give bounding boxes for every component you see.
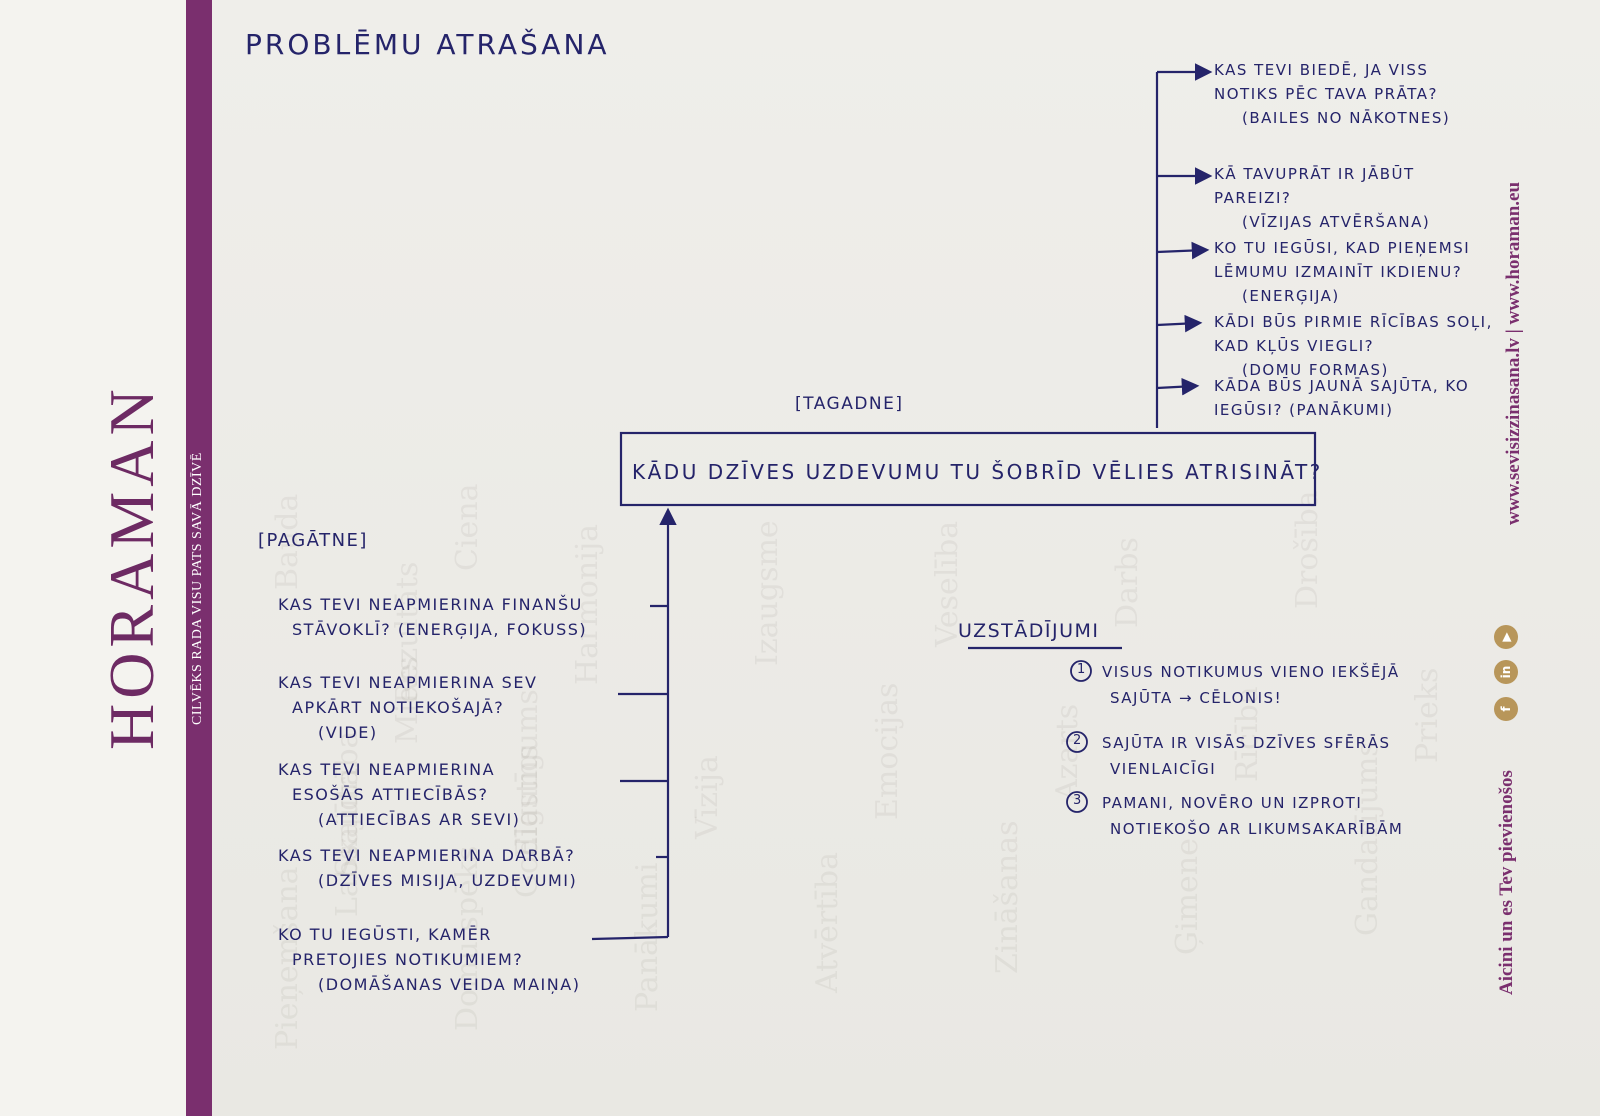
past-label: [Pagātne] bbox=[258, 530, 368, 551]
settings-line: Visus notikumus vieno iekšējā bbox=[1102, 663, 1400, 681]
page-title: Problēmu atrašana bbox=[245, 28, 610, 61]
settings-line: sajūta → cēlonis! bbox=[1110, 689, 1283, 707]
question-line: Kādi būs pirmie rīcības soļi, bbox=[1214, 313, 1493, 331]
settings-line: Sajūta ir visās dzīves sfērās bbox=[1102, 734, 1391, 752]
settings-line: Pamani, novēro un izproti bbox=[1102, 794, 1363, 812]
settings-number: 2 bbox=[1073, 733, 1082, 748]
question-line: Kas tevi neapmierina bbox=[278, 760, 496, 779]
settings-item: Pamani, novēro un izproti notiekošo ar li… bbox=[1102, 790, 1403, 842]
future-question: Kāda būs jaunā sajūta, ko iegūsi? (panāku… bbox=[1214, 374, 1469, 422]
question-line: Ko tu iegūsi, kad pieņemsi bbox=[1214, 239, 1471, 257]
question-line: esošās attiecībās? bbox=[292, 785, 489, 804]
question-line: (domāšanas veida maiņa) bbox=[318, 975, 581, 994]
question-line: iegūsi? (panākumi) bbox=[1214, 401, 1394, 419]
future-question: Kādi būs pirmie rīcības soļi, kad kļūs vi… bbox=[1214, 310, 1493, 382]
past-question: Ko tu iegūsti, kamēr pretojies notikumiem… bbox=[278, 922, 580, 997]
question-line: (vīzijas atvēršana) bbox=[1242, 213, 1431, 231]
past-question: Kas tevi neapmierina darbā? (dzīves misij… bbox=[278, 843, 577, 893]
settings-line: vienlaicīgi bbox=[1110, 760, 1217, 778]
question-line: pretojies notikumiem? bbox=[292, 950, 524, 969]
settings-number: 1 bbox=[1077, 662, 1086, 677]
question-line: notiks pēc tava prāta? bbox=[1214, 85, 1438, 103]
question-line: pareizi? bbox=[1214, 189, 1292, 207]
question-line: (dzīves misija, uzdevumi) bbox=[318, 871, 578, 890]
future-question: Ko tu iegūsi, kad pieņemsi lēmumu izmainī… bbox=[1214, 236, 1470, 308]
question-line: kad kļūs viegli? bbox=[1214, 337, 1375, 355]
question-line: (vide) bbox=[318, 723, 378, 742]
question-line: Ko tu iegūsti, kamēr bbox=[278, 925, 492, 944]
center-box bbox=[619, 431, 1317, 507]
settings-number: 3 bbox=[1073, 793, 1082, 808]
question-line: lēmumu izmainīt ikdienu? bbox=[1214, 263, 1463, 281]
settings-item: Sajūta ir visās dzīves sfērās vienlaicīgi bbox=[1102, 730, 1390, 782]
past-question: Kas tevi neapmierina esošās attiecībās? (a… bbox=[278, 757, 520, 832]
question-line: Kas tevi biedē, ja viss bbox=[1214, 61, 1429, 79]
paper-margin bbox=[0, 0, 186, 1116]
settings-line: notiekošo ar likumsakarībām bbox=[1110, 820, 1404, 838]
paper bbox=[212, 0, 1600, 1116]
question-line: (enerģija) bbox=[1242, 287, 1340, 305]
question-line: Kā tavuprāt ir jābūt bbox=[1214, 165, 1415, 183]
past-question: Kas tevi neapmierina sev apkārt notiekoša… bbox=[278, 670, 537, 745]
question-line: (bailes no nākotnes) bbox=[1242, 109, 1451, 127]
question-line: stāvoklī? (enerģija, fokuss) bbox=[292, 620, 588, 639]
past-question: Kas tevi neapmierina finanšu stāvoklī? (e… bbox=[278, 592, 587, 642]
settings-heading: Uzstādījumi bbox=[958, 620, 1100, 642]
present-label: [Tagadne] bbox=[795, 394, 904, 414]
question-line: Kas tevi neapmierina sev bbox=[278, 673, 538, 692]
question-line: apkārt notiekošajā? bbox=[292, 698, 505, 717]
settings-item: Visus notikumus vieno iekšējā sajūta → cē… bbox=[1102, 659, 1400, 711]
question-line: Kāda būs jaunā sajūta, ko bbox=[1214, 377, 1470, 395]
central-question: Kādu dzīves uzdevumu tu šobrīd vēlies at… bbox=[632, 460, 1323, 484]
brand-bar bbox=[186, 0, 212, 1116]
question-line: Kas tevi neapmierina finanšu bbox=[278, 595, 583, 614]
question-line: (attiecības ar sevi) bbox=[318, 810, 521, 829]
future-question: Kas tevi biedē, ja viss notiks pēc tava p… bbox=[1214, 58, 1450, 130]
question-line: Kas tevi neapmierina darbā? bbox=[278, 846, 576, 865]
question-line: (domu formas) bbox=[1242, 361, 1389, 379]
future-question: Kā tavuprāt ir jābūt pareizi? (vīzijas atv… bbox=[1214, 162, 1430, 234]
